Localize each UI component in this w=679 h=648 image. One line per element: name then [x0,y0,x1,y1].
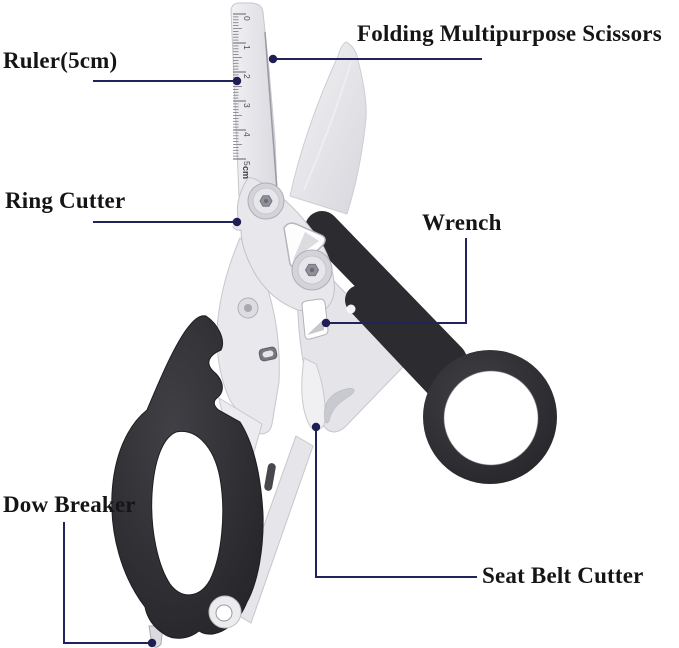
ruler-mark-label: 1 [242,45,252,50]
ruler-mark-label: 3 [242,103,252,108]
right-handle-strap-lower [345,285,460,405]
leader-dot-ring-cutter [232,217,242,227]
ruler-mark-label: 0 [242,16,252,21]
left-handle-slot [264,463,276,491]
callout-wrench: Wrench [422,210,502,235]
ruler-mark-label: 2 [242,74,252,79]
leader-dot-wrench [321,318,331,328]
triangle-cutout-shade [293,232,319,260]
right-handle-ring-hole [443,370,539,466]
ruler-mark-label: 5 [242,161,252,166]
callout-window-breaker: Dow Breaker [3,492,136,517]
ruler-mark-label: 4 [242,132,252,137]
pivot-screw-top [247,182,285,220]
ruler-blade-edge [264,31,278,191]
callout-folding-multipurpose-scissors: Folding Multipurpose Scissors [357,21,662,46]
ruler-unit-label: cm [241,166,251,179]
pivot-screw-bottom [291,249,333,291]
scissor-blade-bevel [303,61,352,191]
shank-rivet-center [244,304,252,312]
right-handle-strap [305,211,467,377]
callout-ring-cutter: Ring Cutter [5,188,126,213]
wrench-cutout-shade [307,319,324,335]
lanyard-hole [215,604,233,622]
leader-dots [147,54,331,648]
tang-pin-dot [346,304,356,314]
leader-dot-ruler [232,76,242,86]
ruler-tick-group: 0 1 2 3 4 5 [233,13,252,166]
callout-ruler: Ruler(5cm) [3,48,118,73]
wrench-cutout [301,298,329,340]
leader-dot-window-breaker [147,638,157,648]
leader-dot-folding-scissors [268,54,278,64]
oxygen-wrench-slot [258,346,278,362]
leader-dot-seat-belt-cutter [311,422,321,432]
leader-line-wrench [326,238,467,324]
callout-seat-belt-cutter: Seat Belt Cutter [482,563,644,588]
seat-belt-cutter-blade [324,388,355,424]
leader-lines [63,58,482,644]
leader-line-seat-belt-cutter [315,427,477,578]
ruler-blade [230,2,278,200]
leader-line-window-breaker [63,522,152,644]
